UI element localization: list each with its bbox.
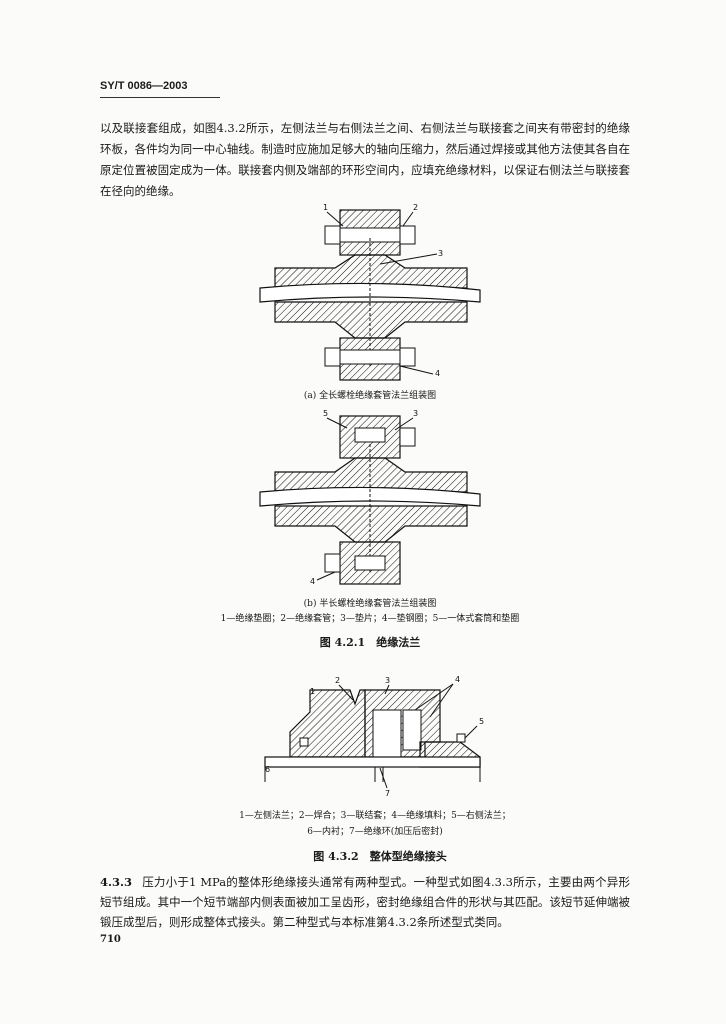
label-1: 1 [323, 203, 328, 212]
intro-paragraph: 以及联接套组成，如图4.3.2所示，左侧法兰与右侧法兰之间、右侧法兰与联接套之间… [100, 121, 630, 198]
label-3: 3 [385, 676, 390, 685]
figure-432-title: 图 4.3.2 整体型绝缘接头 [313, 850, 447, 863]
label-4: 4 [455, 675, 460, 684]
label-3: 3 [438, 249, 443, 258]
label-6: 6 [265, 765, 270, 774]
label-1: 1 [310, 687, 315, 696]
label-4: 4 [310, 577, 315, 586]
figure-421a-caption: (a) 全长螺栓绝缘套管法兰组装图 [303, 391, 437, 401]
figure-432-legend-line1: 1—左侧法兰；2—焊合；3—联结套；4—绝缘填料；5—右侧法兰； [239, 811, 511, 821]
figure-432-drawing: 1 2 3 4 5 6 7 [264, 675, 484, 798]
figure-421a-drawing: 1 2 3 4 [259, 203, 481, 381]
figure-421-title: 图 4.2.1 绝缘法兰 [319, 636, 421, 649]
figure-421-legend: 1—绝缘垫圈；2—绝缘套管；3—垫片；4—垫钢圈；5—一体式套筒和垫圈 [220, 614, 520, 624]
label-2: 2 [413, 203, 418, 212]
figure-421b-drawing: 5 3 4 [259, 409, 481, 586]
label-4: 4 [435, 369, 440, 378]
figure-432-legend-line2: 6—内衬；7—绝缘环(加压后密封) [307, 827, 443, 837]
label-2: 2 [335, 676, 340, 685]
figure-421b-caption: (b) 半长螺栓绝缘套管法兰组装图 [303, 599, 437, 609]
label-7: 7 [385, 789, 390, 798]
label-5: 5 [323, 409, 328, 418]
label-3: 3 [413, 409, 418, 418]
section-433-text: 压力小于1 MPa的整体形绝缘接头通常有两种型式。一种型式如图4.3.3所示，主… [100, 875, 630, 929]
page-number: 710 [100, 934, 121, 945]
doc-code-header: SY/T 0086—2003 [100, 80, 188, 92]
label-5: 5 [479, 717, 484, 726]
section-433-number: 4.3.3 [100, 875, 133, 889]
header-rule [100, 97, 220, 98]
